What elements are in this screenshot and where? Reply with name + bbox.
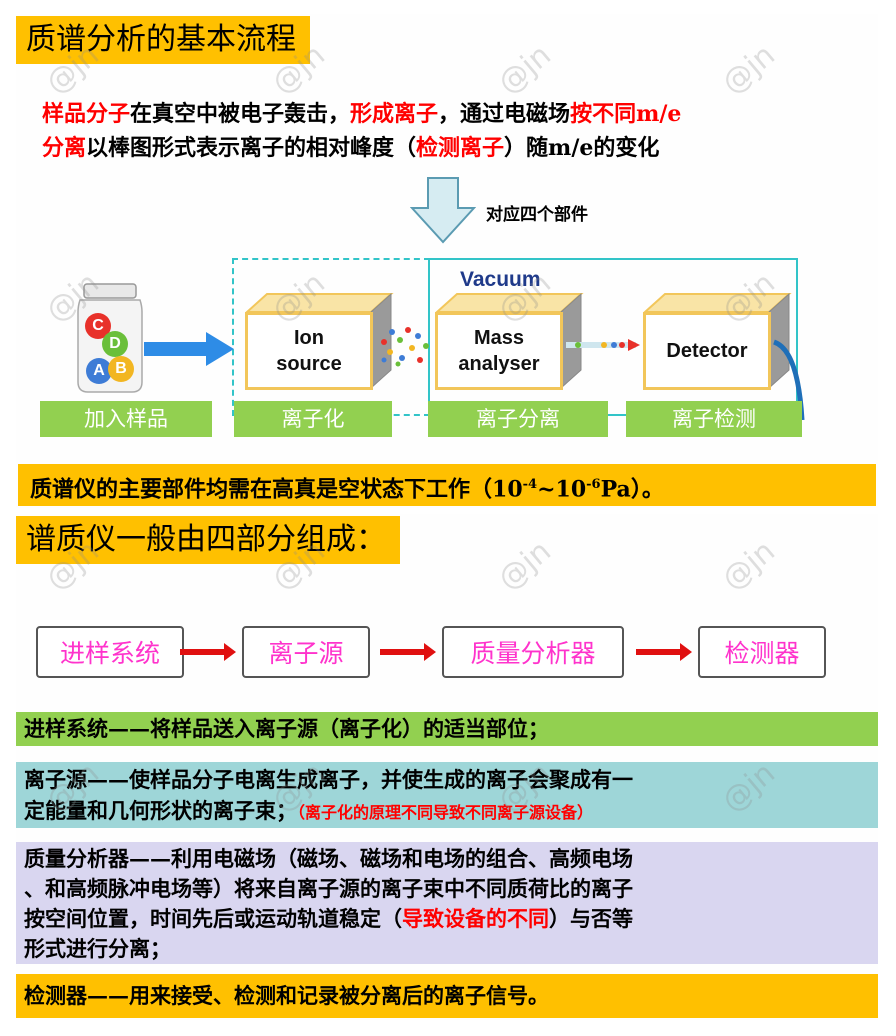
- vacuum-note: 质谱仪的主要部件均需在高真是空状态下工作（10-4~10-6Pa）。: [18, 464, 876, 506]
- box-depth-ion-source: [245, 292, 394, 390]
- row-text: 、和高频脉冲电场等）将来自离子源的离子束中不同质荷比的离子: [24, 876, 633, 901]
- vial-ball-c: C: [85, 313, 111, 339]
- row-text: ）与否等: [549, 906, 633, 931]
- row-text: 质量分析器——利用电磁场（磁场、磁场和电场的组合、高频电场: [24, 846, 633, 871]
- note-unit: Pa）。: [600, 476, 664, 503]
- description-line-2: 分离以棒图形式表示离子的相对峰度（检测离子）随m/e的变化: [42, 132, 659, 165]
- box-depth-mass-analyser: [435, 292, 584, 390]
- note-exponent: -6: [586, 477, 601, 492]
- component-detector: 检测器: [688, 612, 838, 694]
- ion-beam-icon: [566, 339, 640, 351]
- desc-seg: 分离: [42, 135, 87, 161]
- row-text-line2: 定能量和几何形状的离子束；（离子化的原理不同导致不同离子源设备）: [24, 795, 870, 828]
- row-note-red: （离子化的原理不同导致不同离子源设备）: [297, 803, 594, 822]
- down-arrow-icon: [410, 177, 476, 244]
- note-value: 10: [555, 476, 587, 503]
- component-label: 检测器: [698, 626, 826, 678]
- row-detector: 检测器——用来接受、检测和记录被分离后的离子信号。: [16, 974, 878, 1018]
- label-ionization: 离子化: [234, 401, 392, 437]
- flow-arrow-icon: [144, 332, 234, 366]
- component-mass-analyser: 质量分析器: [432, 612, 632, 694]
- row-ion-source: 离子源——使样品分子电离生成离子，并使生成的离子会聚成有一 定能量和几何形状的离…: [16, 762, 878, 828]
- vacuum-label: Vacuum: [460, 268, 541, 291]
- desc-seg: 样品分子: [42, 101, 131, 127]
- label-ion-detection: 离子检测: [626, 401, 802, 437]
- row-highlight-red: 导致设备的不同: [402, 906, 549, 931]
- section-title-process: 质谱分析的基本流程: [16, 16, 310, 64]
- desc-seg: 形成离子: [350, 101, 439, 127]
- red-arrow-icon: [636, 643, 692, 661]
- section-title-components: 谱质仪一般由四部分组成：: [16, 516, 400, 564]
- ion-particles-icon: [381, 327, 429, 367]
- component-label: 质量分析器: [442, 626, 624, 678]
- label-add-sample: 加入样品: [40, 401, 212, 437]
- row-text-line3: 按空间位置，时间先后或运动轨道稳定（导致设备的不同）与否等: [24, 904, 870, 934]
- desc-seg: 检测离子: [416, 135, 505, 161]
- component-ion-source: 离子源: [232, 612, 382, 694]
- note-value: 10: [492, 476, 523, 503]
- red-arrow-icon: [380, 643, 436, 661]
- row-text: 形式进行分离；: [24, 936, 171, 961]
- description-line-1: 样品分子在真空中被电子轰击，形成离子，通过电磁场按不同m/e: [42, 98, 681, 131]
- box-depth-detector: [643, 292, 792, 390]
- vial-ball-b: B: [108, 356, 134, 382]
- box-ion-source: Ion source: [245, 312, 373, 390]
- box-mass-analyser: Mass analyser: [435, 312, 563, 390]
- row-text: 定能量和几何形状的离子束；: [24, 798, 297, 823]
- note-text: 质谱仪的主要部件均需在高真是空状态下工作（: [30, 476, 493, 503]
- box-detector: Detector: [643, 312, 771, 390]
- row-text: 进样系统——将样品送入离子源（离子化）的适当部位；: [24, 716, 549, 741]
- vial-ball-a: A: [86, 358, 112, 384]
- desc-seg: 在真空中被电子轰击，: [130, 101, 351, 127]
- component-label: 进样系统: [36, 626, 184, 678]
- vial-ball-d: D: [102, 331, 128, 357]
- component-label: 离子源: [242, 626, 370, 678]
- desc-seg: ，通过电磁场: [438, 101, 571, 127]
- desc-seg: ）随m/e的变化: [504, 135, 660, 161]
- label-ion-separation: 离子分离: [428, 401, 608, 437]
- row-text: 离子源——使样品分子电离生成离子，并使生成的离子会聚成有一: [24, 767, 633, 792]
- note-exponent: -4: [522, 477, 538, 492]
- arrow-label: 对应四个部件: [486, 205, 588, 225]
- desc-seg: 按不同m/e: [570, 101, 682, 127]
- row-mass-analyser: 质量分析器——利用电磁场（磁场、磁场和电场的组合、高频电场 、和高频脉冲电场等）…: [16, 842, 878, 964]
- desc-seg: 以棒图形式表示离子的相对峰度（: [86, 135, 417, 161]
- row-text: 按空间位置，时间先后或运动轨道稳定（: [24, 906, 402, 931]
- note-sep: ~: [537, 476, 556, 503]
- row-injection-system: 进样系统——将样品送入离子源（离子化）的适当部位；: [16, 712, 878, 746]
- component-injection: 进样系统: [30, 612, 196, 694]
- red-arrow-icon: [180, 643, 236, 661]
- row-text: 检测器——用来接受、检测和记录被分离后的离子信号。: [24, 983, 549, 1008]
- vacuum-frame: [428, 258, 798, 416]
